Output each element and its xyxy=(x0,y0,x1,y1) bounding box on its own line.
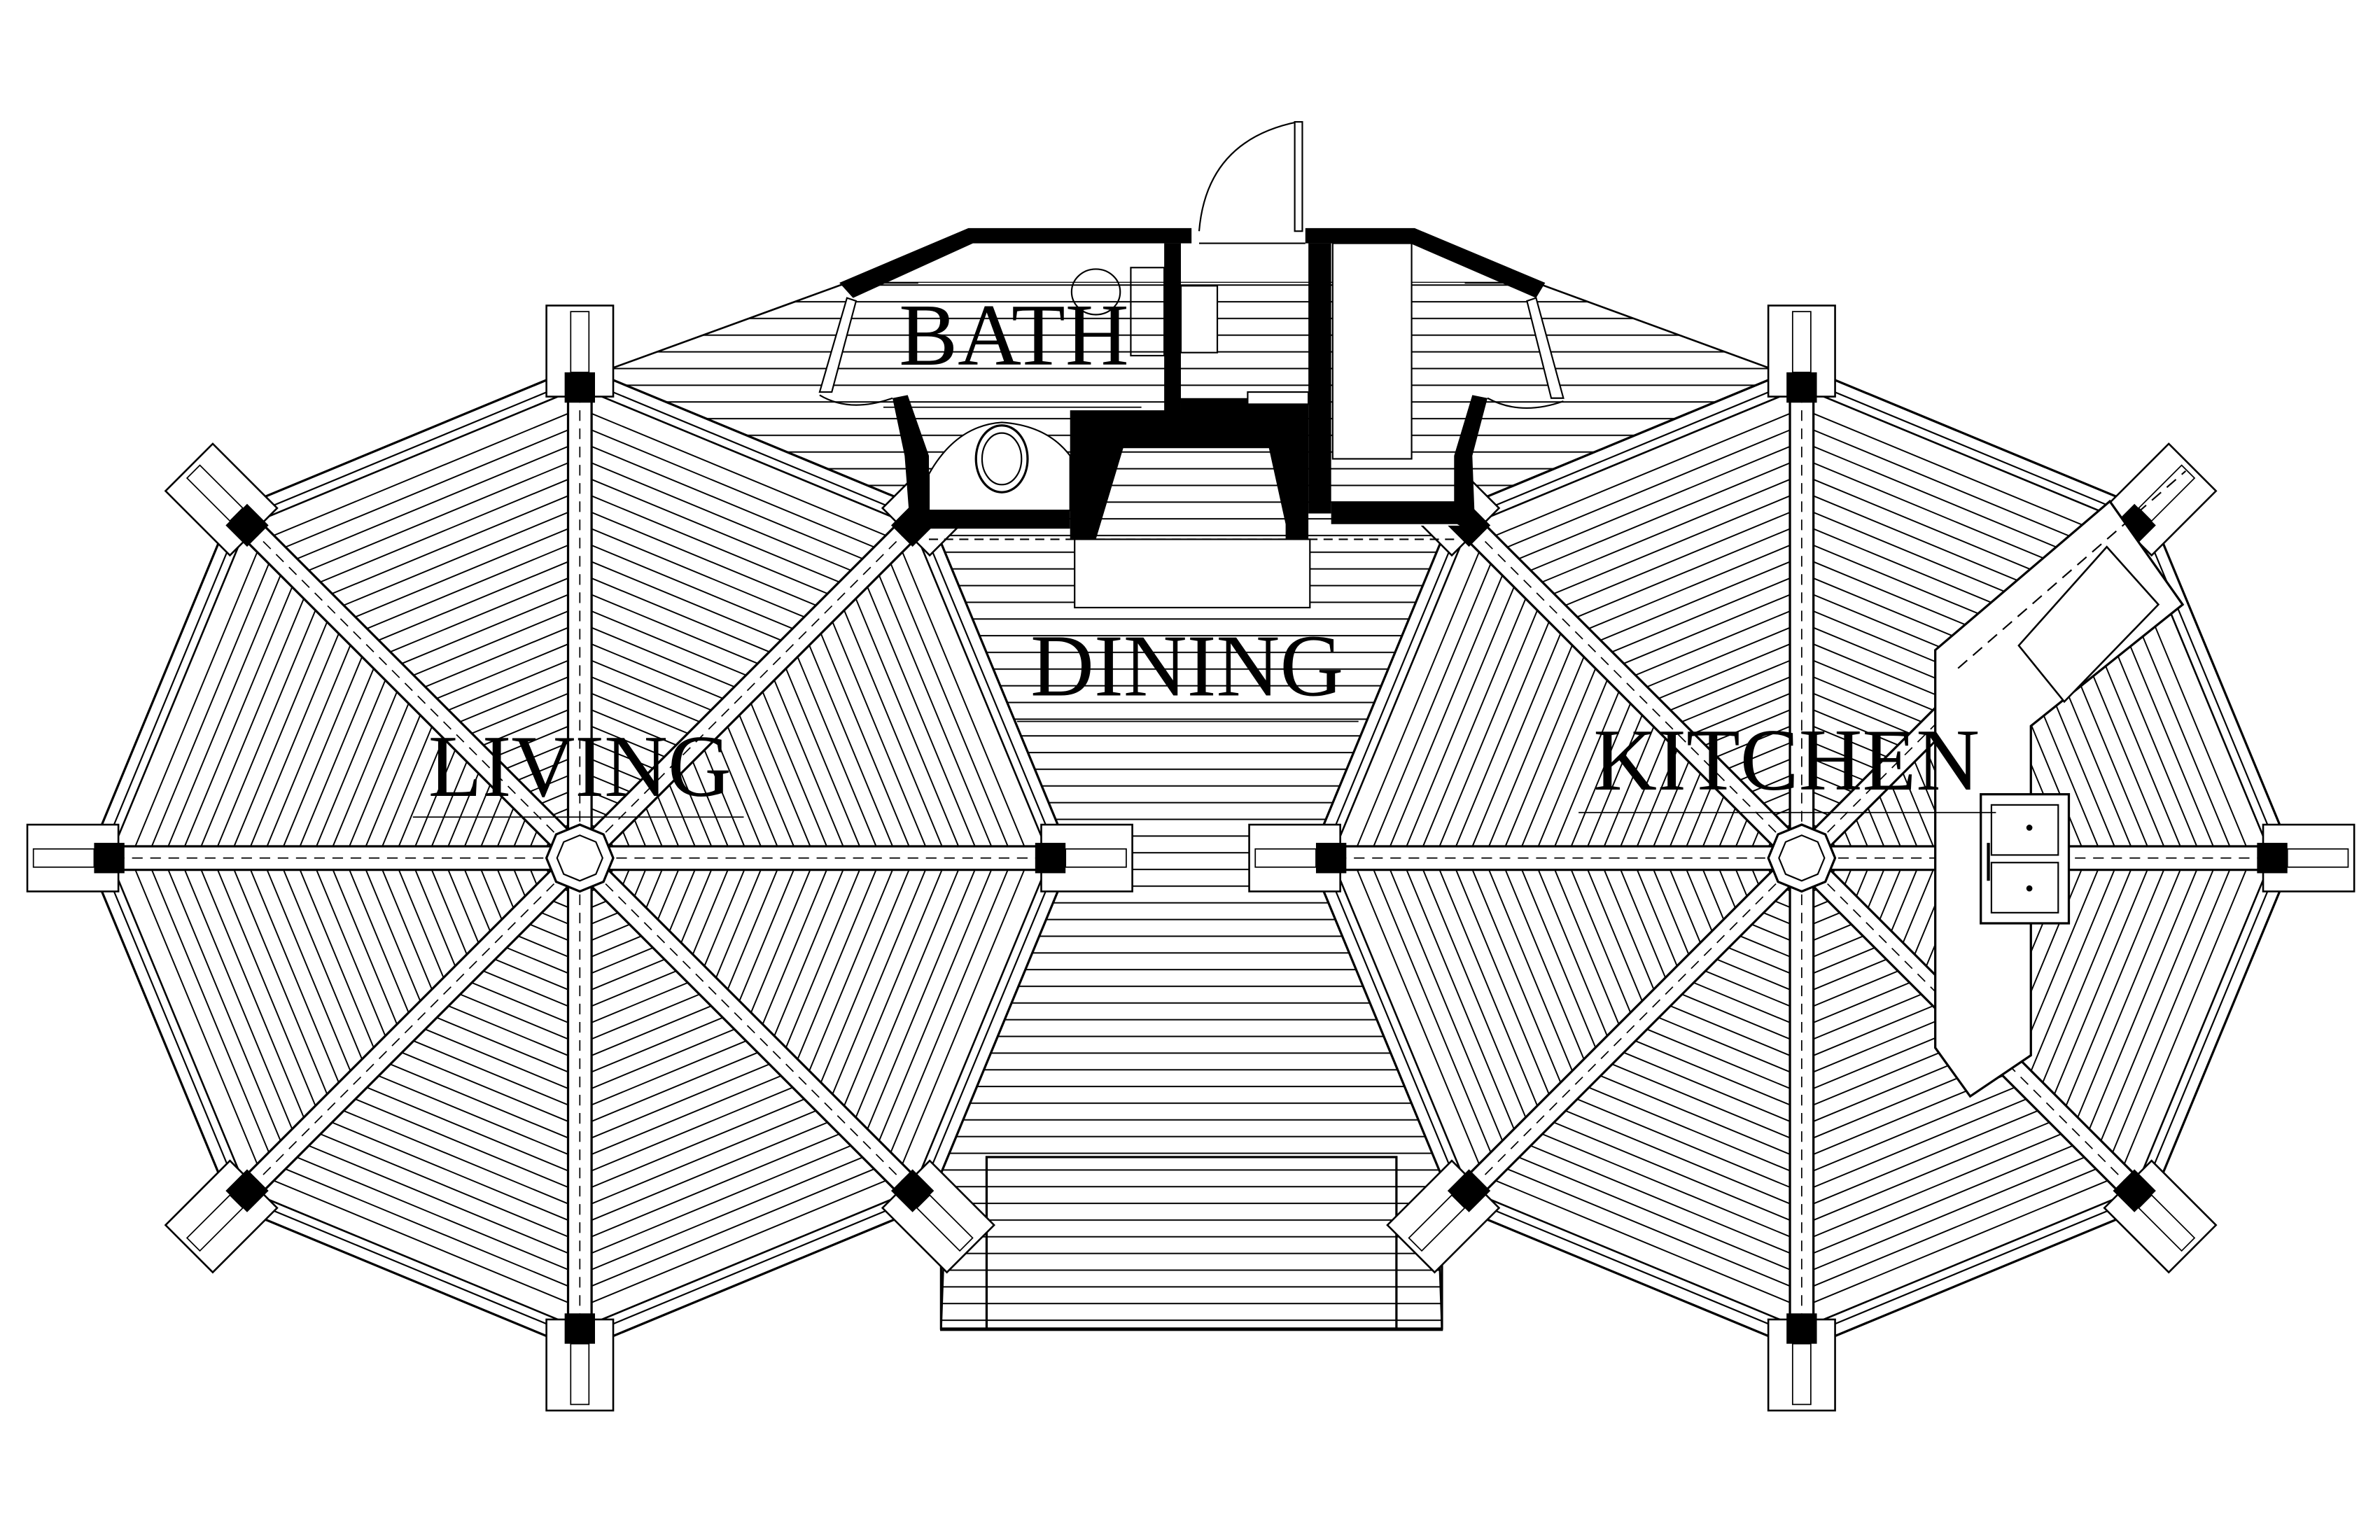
center-column xyxy=(1767,823,1837,893)
post-icon xyxy=(564,372,595,403)
toilet-icon xyxy=(1070,268,1121,316)
post-icon xyxy=(1786,1313,1817,1344)
entry-door[interactable] xyxy=(1198,121,1298,232)
post-footing xyxy=(26,823,125,892)
label-dining: DINING xyxy=(1030,618,1343,715)
sink-icon xyxy=(1980,793,2071,925)
post-footing xyxy=(1035,823,1133,892)
kitchen-counter xyxy=(1934,470,2187,1098)
post-icon xyxy=(1315,843,1347,874)
post-footing xyxy=(2257,823,2356,892)
post-icon xyxy=(1035,843,1066,874)
bath-core xyxy=(818,121,1564,609)
entry-deck xyxy=(939,1154,1443,1330)
center-column xyxy=(545,823,615,893)
post-footing xyxy=(1767,1313,1836,1412)
living-pavilion xyxy=(26,304,1133,1412)
label-bath: BATH xyxy=(899,287,1128,384)
shower-tub-icon xyxy=(927,421,1071,512)
post-icon xyxy=(2257,843,2288,874)
post-icon xyxy=(564,1313,595,1344)
post-footing xyxy=(545,1313,615,1412)
post-footing xyxy=(1248,823,1347,892)
post-footing xyxy=(1767,304,1836,403)
post-icon xyxy=(94,843,125,874)
label-kitchen: KITCHEN xyxy=(1593,712,1980,809)
room-labels: BATH DINING LIVING KITCHEN xyxy=(412,287,1996,818)
label-living: LIVING xyxy=(428,718,732,816)
post-footing xyxy=(164,442,279,557)
post-footing xyxy=(545,304,615,403)
post-icon xyxy=(1786,372,1817,403)
